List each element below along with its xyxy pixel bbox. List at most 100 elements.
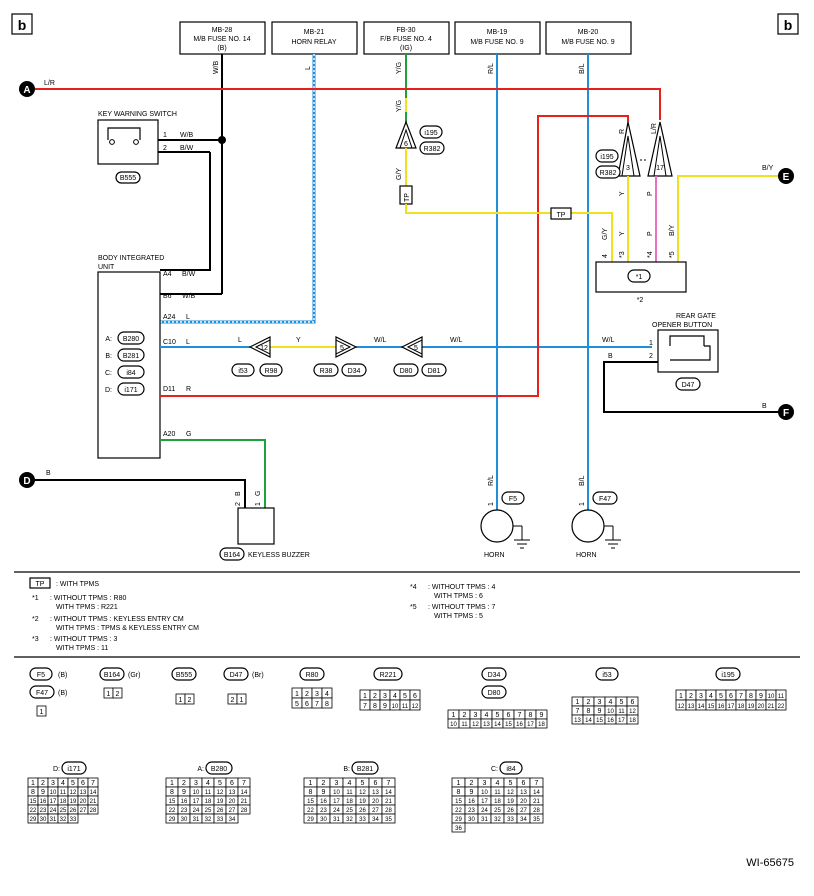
connector-views-tags: F5 (B) F47 (B) B164 (Gr) B555 D47 (Br) R… bbox=[29, 667, 741, 775]
svg-text:B164: B164 bbox=[104, 672, 120, 679]
connector-pin-label: 2 bbox=[116, 691, 120, 698]
connector-pin-label: 14 bbox=[585, 718, 592, 724]
connector-pin-label: 1 bbox=[457, 780, 461, 787]
connector-pin-label: 14 bbox=[385, 790, 392, 796]
connector-pin-label: 30 bbox=[40, 817, 47, 823]
buzzer-pin-2: 2 bbox=[235, 502, 242, 506]
connector-pin-label: 22 bbox=[169, 808, 176, 814]
connector-pin-label: 22 bbox=[778, 704, 785, 710]
connector-pin-label: 14 bbox=[241, 790, 248, 796]
connector-pin-label: 5 bbox=[620, 699, 624, 706]
label-rl-top: R/L bbox=[488, 63, 495, 74]
body-unit-pin-labels: A4 B/W B6 W/B A24 L C10 L D11 R A20 G bbox=[163, 271, 196, 438]
connector-pin-label: 28 bbox=[90, 808, 97, 814]
svg-text:12: 12 bbox=[260, 345, 268, 352]
body-unit-title-2: UNIT bbox=[98, 264, 115, 271]
cm-pin-4b: *4 bbox=[647, 251, 654, 258]
ground-point-a bbox=[19, 81, 35, 97]
svg-text:R/L: R/L bbox=[488, 475, 495, 486]
connector-pin-label: 14 bbox=[533, 790, 540, 796]
connector-pin-label: 25 bbox=[346, 808, 353, 814]
connector-pin-label: 11 bbox=[60, 790, 67, 796]
joint-d80-d81: 5 D80 D81 bbox=[393, 336, 447, 377]
svg-text:i53: i53 bbox=[238, 368, 247, 375]
corner-label-box-left bbox=[11, 13, 33, 35]
svg-text:1: 1 bbox=[579, 502, 586, 506]
connector-pin-label: 13 bbox=[574, 718, 581, 724]
connector-d47-tag bbox=[675, 377, 701, 391]
connector-pin-label: 6 bbox=[81, 780, 85, 787]
svg-text:M/B FUSE NO. 9: M/B FUSE NO. 9 bbox=[561, 39, 614, 46]
connector-pin-label: 11 bbox=[402, 704, 409, 710]
svg-text:A20: A20 bbox=[163, 431, 176, 438]
keyless-buzzer-title: KEYLESS BUZZER bbox=[248, 552, 310, 559]
connector-pin-label: 4 bbox=[609, 699, 613, 706]
connector-pin-label: 26 bbox=[70, 808, 77, 814]
switch-pin-1: 1 bbox=[163, 132, 167, 139]
rear-gate-wire-b: B bbox=[608, 353, 613, 360]
svg-text:R80: R80 bbox=[306, 672, 319, 679]
svg-text:HORN: HORN bbox=[484, 552, 505, 559]
switch-contact bbox=[109, 139, 115, 145]
label-y-cm-a: Y bbox=[619, 191, 626, 196]
connector-pin-label: 8 bbox=[529, 712, 533, 719]
connector-pin-label: 21 bbox=[385, 799, 392, 805]
connector-pin-label: 6 bbox=[507, 712, 511, 719]
connector-pin-label: 11 bbox=[205, 790, 212, 796]
connector-pin-label: 22 bbox=[307, 808, 314, 814]
connector-pin-label: 8 bbox=[309, 789, 313, 796]
label-p-cm: P bbox=[647, 231, 654, 236]
connector-pin-label: 6 bbox=[374, 780, 378, 787]
connector-pin-label: 27 bbox=[372, 808, 379, 814]
connector-pin-label: 5 bbox=[71, 780, 75, 787]
connector-pin-label: 11 bbox=[461, 722, 468, 728]
connector-pin-label: 19 bbox=[217, 799, 224, 805]
connector-pin-label: 12 bbox=[472, 722, 479, 728]
svg-text:L: L bbox=[186, 339, 190, 346]
connector-pin-label: 2 bbox=[322, 780, 326, 787]
connector-pin-label: 29 bbox=[169, 817, 176, 823]
svg-text:F/B FUSE NO. 4: F/B FUSE NO. 4 bbox=[380, 36, 432, 43]
connector-pin-label: 18 bbox=[738, 704, 745, 710]
label-gy: G/Y bbox=[396, 168, 403, 180]
connector-pin-label: 10 bbox=[768, 694, 775, 700]
svg-text:i84: i84 bbox=[506, 766, 515, 773]
horn-f5: R/L 1 F5 HORN bbox=[480, 475, 530, 559]
connector-pin-label: 36 bbox=[455, 826, 462, 832]
label-c10-wl-3: W/L bbox=[602, 337, 615, 344]
connector-pin-label: 11 bbox=[778, 694, 785, 700]
connector-pin-label: 3 bbox=[194, 780, 198, 787]
connector-pin-label: 26 bbox=[507, 808, 514, 814]
connector-pin-label: 13 bbox=[483, 722, 490, 728]
connector-pin-label: 10 bbox=[481, 790, 488, 796]
svg-text:i195: i195 bbox=[721, 672, 734, 679]
tp-label-vertical: TP bbox=[404, 193, 411, 202]
connector-pin-label: 10 bbox=[333, 790, 340, 796]
svg-text:HORN: HORN bbox=[576, 552, 597, 559]
connector-pin-label: 35 bbox=[533, 817, 540, 823]
svg-text:F47: F47 bbox=[599, 496, 611, 503]
svg-text:WITH TPMS : R221: WITH TPMS : R221 bbox=[56, 604, 118, 611]
connector-pin-label: 19 bbox=[507, 799, 514, 805]
wire-r-d11 bbox=[160, 115, 629, 397]
svg-text:F5: F5 bbox=[509, 496, 517, 503]
connector-pin-label: 5 bbox=[361, 780, 365, 787]
connector-pin-label: 16 bbox=[516, 722, 523, 728]
svg-text:WITH TPMS : TPMS & KEYLESS EN: WITH TPMS : TPMS & KEYLESS ENTRY CM bbox=[56, 625, 199, 632]
tp-box-horizontal bbox=[550, 207, 572, 220]
connector-pin-cell bbox=[381, 813, 396, 824]
cm-pin-5: *5 bbox=[669, 251, 676, 258]
connector-pin-cell bbox=[626, 714, 639, 725]
switch-pin-2: 2 bbox=[163, 145, 167, 152]
svg-text:R38: R38 bbox=[320, 368, 333, 375]
connector-pin-label: 1 bbox=[31, 780, 35, 787]
connector-b555-tag bbox=[115, 171, 141, 184]
joint-r38-d34: 5 R38 D34 bbox=[313, 336, 367, 377]
svg-text:B281: B281 bbox=[357, 766, 373, 773]
connector-pin-label: 17 bbox=[481, 799, 488, 805]
buzzer-wire-b: B bbox=[235, 491, 242, 496]
keyless-buzzer-box bbox=[237, 507, 275, 545]
